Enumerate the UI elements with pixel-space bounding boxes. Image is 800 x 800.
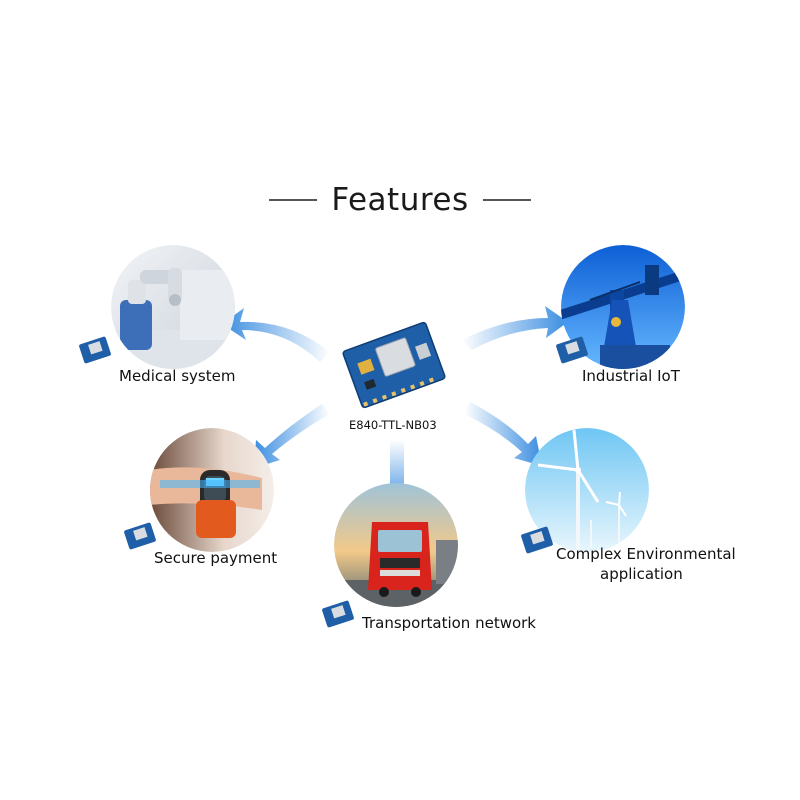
industrial-iot-image: [561, 245, 685, 369]
arrow-to-environment: [464, 402, 542, 466]
label-transportation-network: Transportation network: [362, 614, 536, 632]
label-environment-line1: Complex Environmental: [556, 545, 736, 563]
label-secure-payment: Secure payment: [154, 549, 278, 567]
title-right-rule: [482, 199, 531, 201]
module-icon-payment: [124, 522, 156, 550]
features-header: Features: [0, 178, 800, 222]
label-environment-line2: application: [600, 565, 683, 583]
title-left-rule: [269, 199, 318, 201]
page-title: Features: [331, 182, 469, 218]
module-icon-industrial: [556, 336, 588, 364]
arrow-to-payment: [254, 404, 330, 468]
transportation-network-image: [334, 483, 458, 607]
hub-label: E840-TTL-NB03: [349, 418, 437, 432]
module-icon-transport: [322, 600, 354, 628]
arrow-to-medical: [222, 308, 330, 362]
hub-module-image: [342, 321, 446, 409]
arrow-to-industrial: [462, 306, 568, 350]
environmental-application-image: [525, 428, 649, 552]
label-medical-system: Medical system: [119, 367, 236, 385]
module-icon-medical: [79, 336, 111, 364]
module-icon-environment: [521, 526, 553, 554]
label-industrial-iot: Industrial IoT: [582, 367, 680, 385]
secure-payment-image: [150, 428, 274, 552]
medical-system-image: [111, 245, 235, 369]
